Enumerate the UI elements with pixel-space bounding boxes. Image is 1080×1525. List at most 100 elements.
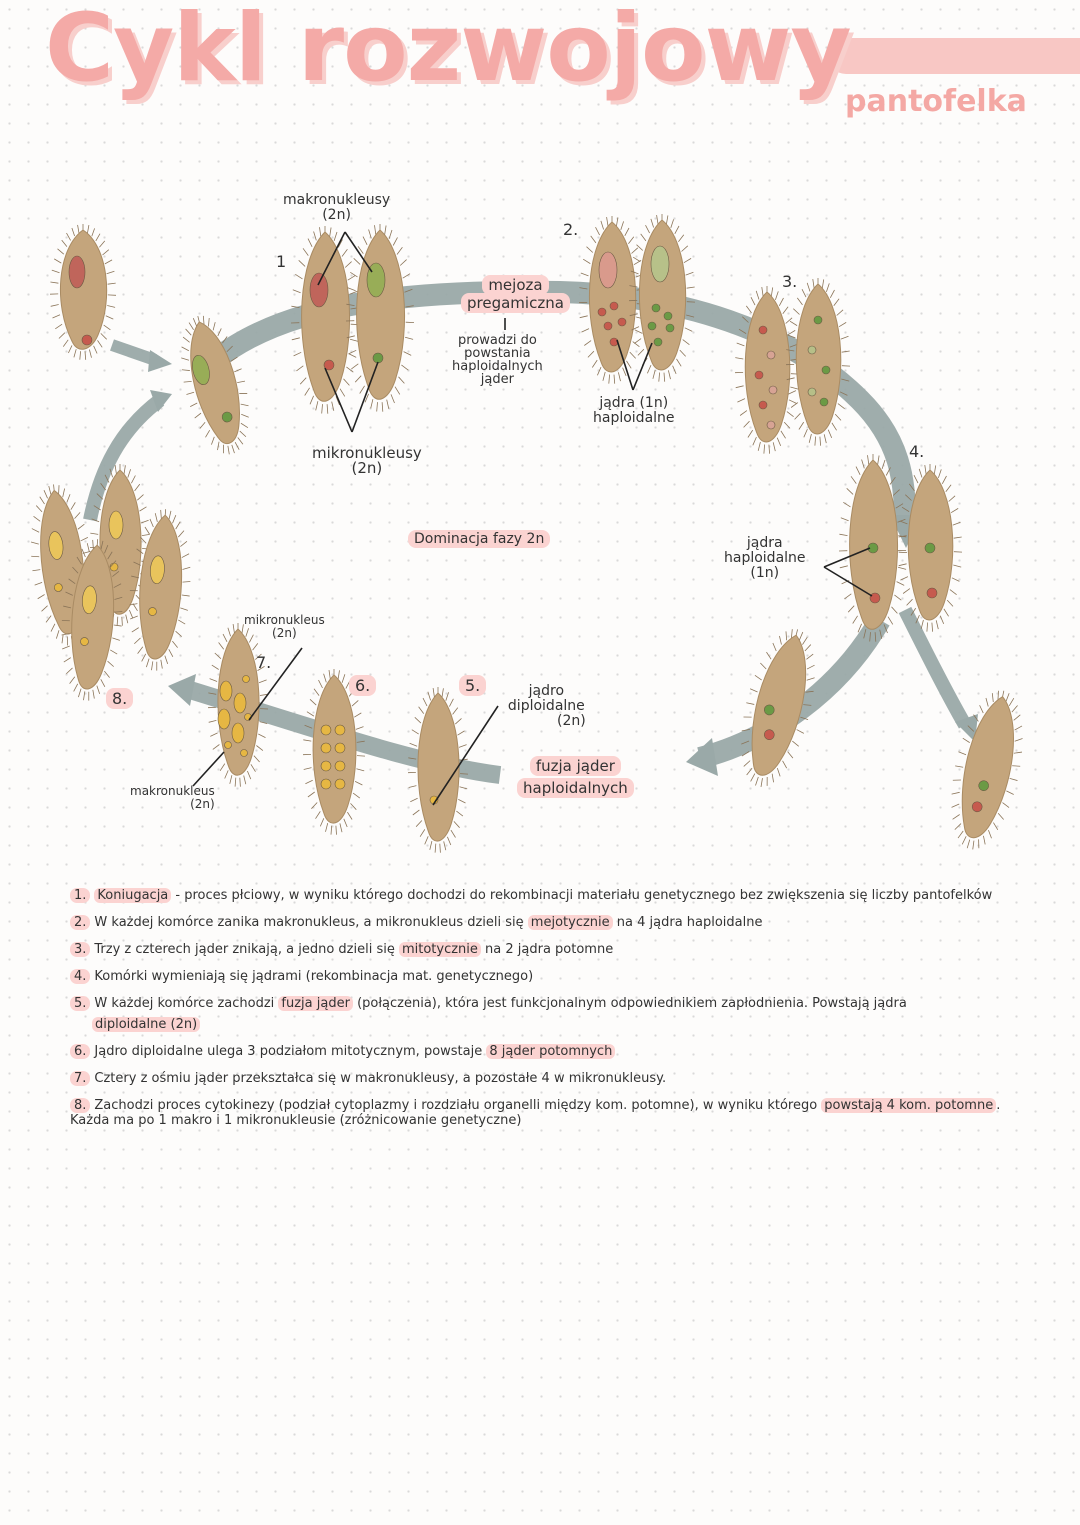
step-number-3: 3.	[782, 272, 798, 291]
step-number-8: 8.	[106, 688, 134, 709]
cilia	[407, 687, 469, 853]
cell-body	[417, 692, 460, 842]
cell-body	[744, 291, 791, 443]
pointer-line-2	[344, 231, 373, 273]
note-3: 3.Trzy z czterech jąder znikają, a jedno…	[70, 942, 1020, 957]
macronucleus	[48, 531, 64, 560]
note-6: 6.Jądro diploidalne ulega 3 podziałom mi…	[70, 1044, 1020, 1059]
macronucleus	[219, 680, 233, 702]
note-7: 7.Cztery z ośmiu jąder przekształca się …	[70, 1071, 1020, 1086]
macronucleus	[598, 251, 618, 289]
arrow-head-3	[955, 714, 978, 742]
cell-body	[59, 229, 108, 350]
cilia	[345, 224, 415, 412]
macronucleus	[68, 255, 86, 289]
cell-body	[639, 219, 687, 371]
cilia	[734, 286, 800, 454]
cycle-arrow-5	[83, 394, 165, 522]
cycle-arrow-6	[110, 339, 157, 366]
nucleus	[807, 387, 817, 397]
cilia	[290, 226, 360, 414]
nucleus	[603, 321, 613, 331]
pointer-line-4	[351, 361, 379, 433]
arrow-head-6	[148, 350, 172, 372]
pointer-line-9	[823, 566, 873, 597]
nucleus	[334, 778, 346, 790]
nucleus	[242, 675, 250, 683]
nucleus	[819, 397, 829, 407]
note-5: 5.W każdej komórce zachodzi fuzja jąder …	[70, 996, 1020, 1032]
micronucleus	[323, 359, 335, 371]
cilia	[207, 623, 269, 787]
cilia	[49, 224, 117, 360]
note-2: 2.W każdej komórce zanika makronukleus, …	[70, 915, 1020, 930]
step-number-5: 5.	[459, 675, 487, 696]
nucleus	[971, 801, 983, 813]
nucleus	[754, 370, 764, 380]
macronucleus	[309, 272, 329, 308]
nucleus	[224, 741, 232, 749]
nucleus	[766, 420, 776, 430]
cell-daughter-1	[30, 484, 94, 646]
cilia	[181, 315, 249, 455]
cell-daughter-3	[61, 539, 123, 701]
cilia	[61, 539, 123, 701]
cell-stage3-right	[785, 278, 851, 446]
note-8: 8.Zachodzi proces cytokinezy (podział cy…	[70, 1098, 1001, 1128]
nucleus	[334, 724, 346, 736]
nucleus	[647, 321, 657, 331]
pointer-line-6	[616, 339, 634, 391]
cell-stage2-left	[578, 216, 646, 384]
cell-stage4-left	[838, 454, 908, 642]
cilia	[129, 509, 191, 671]
arrow-head-5	[150, 390, 172, 412]
cell-stage1-right	[345, 224, 415, 412]
macronucleus	[650, 245, 670, 283]
nucleus	[978, 780, 989, 791]
dominacja-label: Dominacja fazy 2n	[408, 530, 551, 548]
cycle-arrow-3	[898, 606, 972, 729]
nucleus	[651, 303, 661, 313]
cell-body	[312, 674, 357, 824]
cell-body	[356, 229, 406, 400]
cell-stage4-right	[897, 464, 963, 632]
nucleus	[869, 592, 881, 604]
step-number-7: 7.	[256, 653, 272, 672]
micronucleus	[221, 411, 233, 423]
cilia	[302, 669, 366, 835]
nucleus	[766, 350, 776, 360]
macronucleus	[231, 722, 245, 744]
macronucleus	[192, 354, 210, 385]
makronukleusy-label: makronukleusy(2n)	[283, 192, 391, 223]
micronucleus	[80, 637, 89, 646]
micronucleus	[109, 562, 119, 572]
cilia	[741, 629, 815, 787]
micronucleus	[148, 607, 157, 616]
nucleus	[758, 325, 768, 335]
jadra-1n-label: jądra (1n)haploidalne	[593, 395, 675, 426]
cilia	[897, 464, 963, 632]
cilia	[951, 690, 1023, 850]
nucleus	[763, 704, 775, 716]
nucleus	[240, 749, 248, 757]
cell-separated-right	[951, 690, 1023, 850]
step-number-4: 4.	[909, 442, 925, 461]
arrow-head-4	[168, 674, 196, 706]
nucleus	[609, 301, 619, 311]
macronucleus	[150, 555, 165, 585]
cell-body	[795, 283, 842, 435]
pointer-line-11	[248, 647, 303, 721]
cilia	[628, 214, 696, 382]
step-number-6: 6.	[349, 675, 377, 696]
nucleus	[334, 742, 346, 754]
cilia	[578, 216, 646, 384]
note-1: 1.Koniugacja - proces płciowy, w wyniku …	[70, 888, 1020, 903]
nucleus	[821, 365, 831, 375]
cell-start-b	[181, 315, 249, 455]
cell-separated-left	[741, 629, 815, 787]
pointer-line-7	[632, 342, 653, 391]
nucleus	[320, 760, 332, 772]
cell-body	[589, 221, 637, 373]
